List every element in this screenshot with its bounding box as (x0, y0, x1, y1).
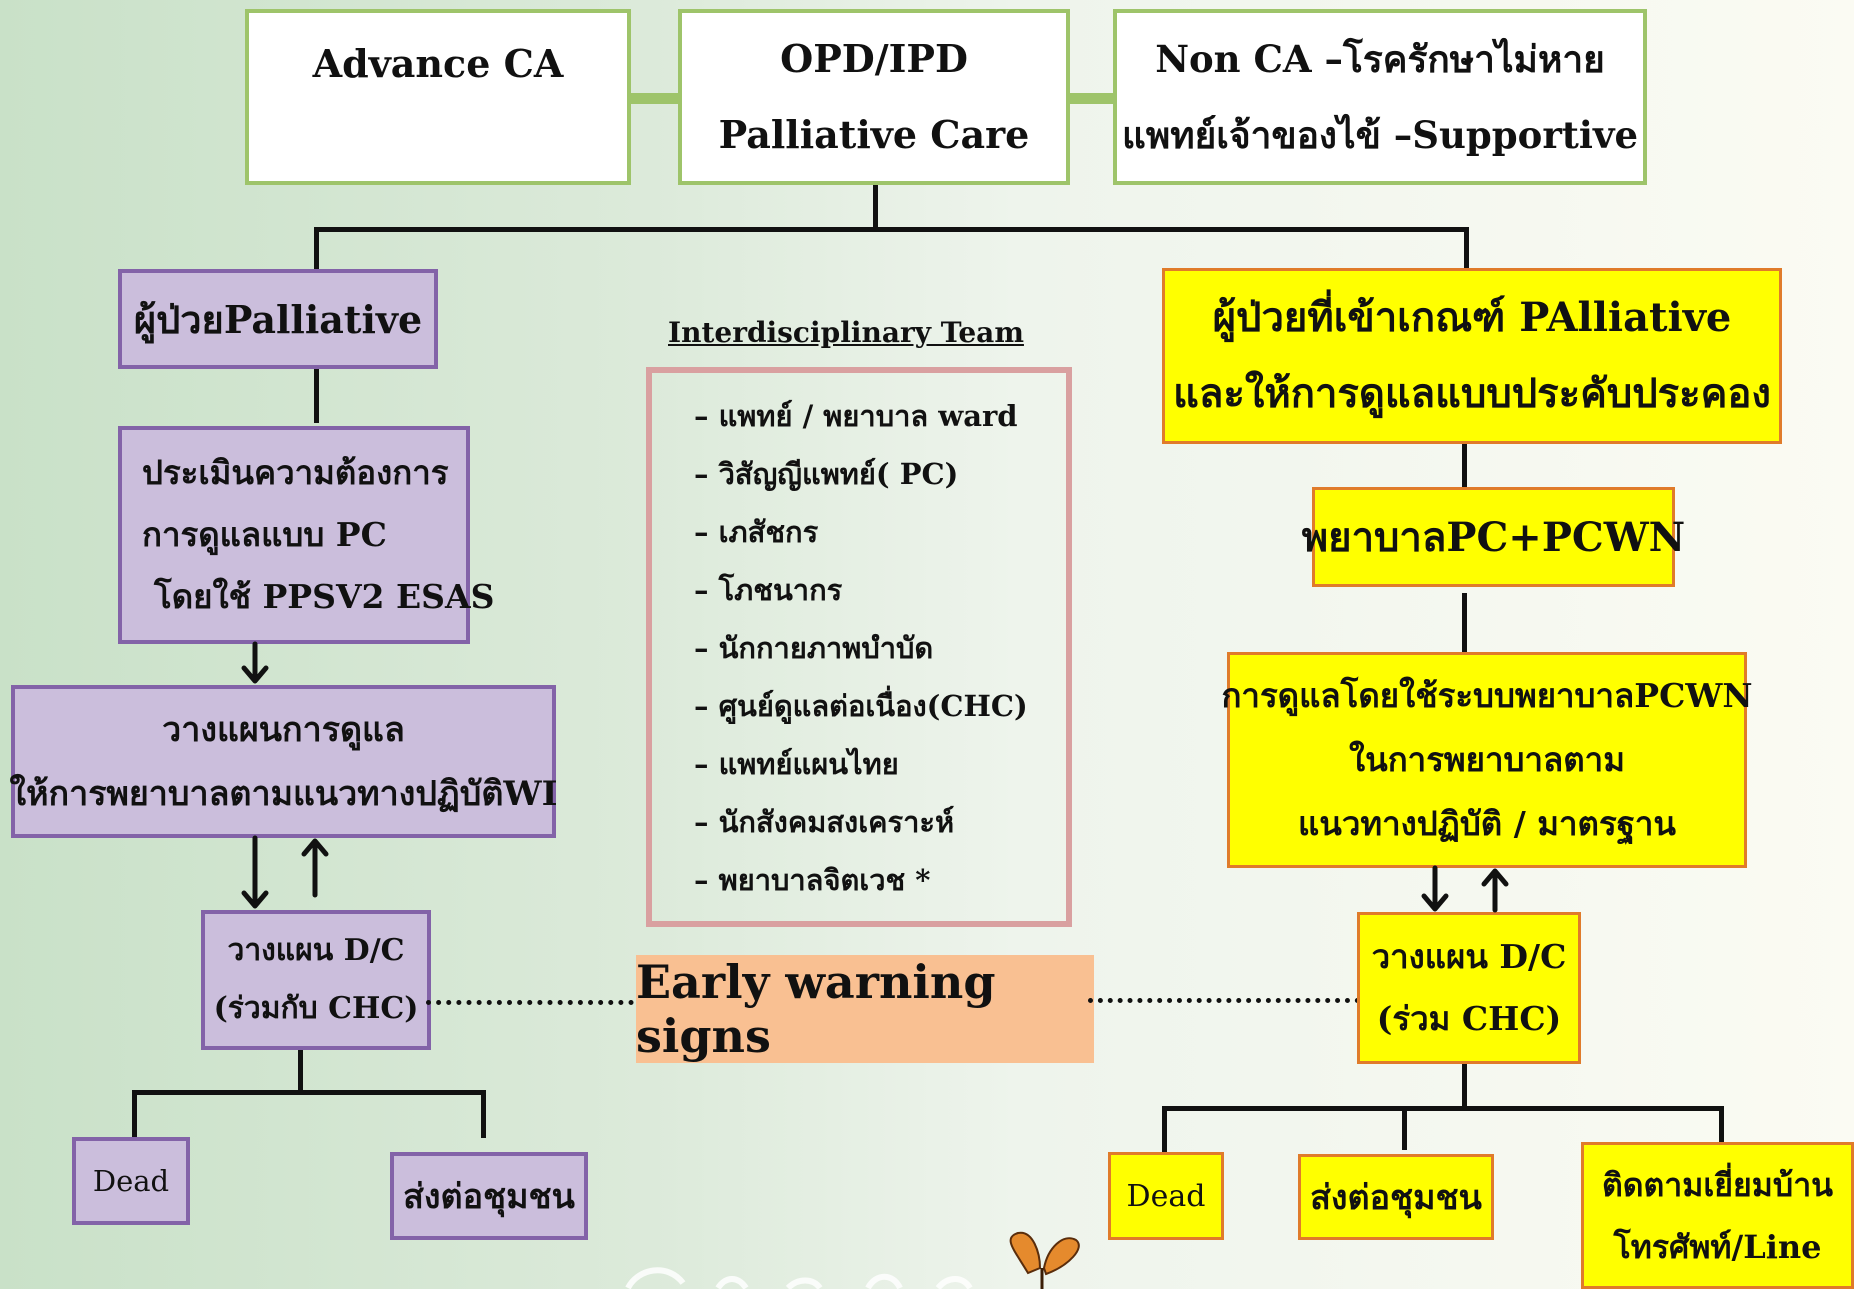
line-nurse-care (1462, 593, 1467, 653)
arrow-assess-plan-head (241, 665, 269, 684)
dead-left-label: Dead (92, 1164, 170, 1198)
non-ca-box: Non CA –โรครักษาไม่หาย แพทย์เจ้าของไข้ –… (1113, 9, 1647, 185)
arrow-dc-care-up-head (1481, 868, 1509, 887)
line-criteria-nurse (1462, 444, 1467, 488)
line-right-follow (1719, 1106, 1724, 1146)
non-ca-line2: แพทย์เจ้าของไข้ –Supportive (1122, 113, 1638, 157)
criteria-box: ผู้ป่วยที่เข้าเกณฑ์ PAlliative และให้การ… (1162, 268, 1782, 444)
arrow-plan-dc-down-head (241, 890, 269, 909)
advance-ca-box: Advance CA (245, 9, 631, 185)
discharge-plan-box-left: วางแผน D/C (ร่วมกับ CHC) (201, 910, 431, 1050)
palliative-care-label: Palliative Care (718, 112, 1030, 157)
arrow-dc-plan-up-head (301, 838, 329, 857)
nurse-pc-label: พยาบาลPC+PCWN (1301, 514, 1686, 561)
refer-community-box-left: ส่งต่อชุมชน (390, 1152, 588, 1240)
arrow-care-dc-down-head (1421, 893, 1449, 912)
line-left-dc-down (298, 1050, 303, 1094)
nurse-pc-box: พยาบาลPC+PCWN (1302, 487, 1685, 587)
opd-ipd-box: OPD/IPD Palliative Care (678, 9, 1070, 185)
discharge-plan-left-line1: วางแผน D/C (227, 933, 405, 968)
line-left-refer (481, 1090, 486, 1138)
refer-community-right-label: ส่งต่อชุมชน (1310, 1178, 1482, 1218)
connector-opd-nonca (1070, 93, 1116, 104)
team-member: – นักกายภาพบำบัด (694, 631, 934, 665)
care-plan-line1: วางแผนการดูแล (162, 709, 405, 750)
line-left-bottom-branch (132, 1090, 486, 1095)
discharge-plan-right-line2: (ร่วม CHC) (1376, 999, 1562, 1038)
line-right-refer (1402, 1106, 1407, 1150)
discharge-plan-box-right: วางแผน D/C (ร่วม CHC) (1357, 912, 1581, 1064)
line-opd-down (873, 185, 878, 231)
care-plan-line2: ให้การพยาบาลตามแนวทางปฏิบัติWI (9, 773, 558, 814)
line-right-dead (1162, 1106, 1167, 1154)
team-member: – พยาบาลจิตเวช * (694, 863, 931, 897)
opd-ipd-label: OPD/IPD (780, 36, 968, 81)
palliative-patient-box: ผู้ป่วยPalliative (118, 269, 438, 369)
line-left-dead (132, 1090, 137, 1138)
team-title: Interdisciplinary Team (668, 316, 1024, 349)
criteria-line2: และให้การดูแลแบบประคับประคอง (1173, 370, 1771, 417)
non-ca-line1: Non CA –โรครักษาไม่หาย (1155, 37, 1605, 81)
dead-box-right: Dead (1108, 1152, 1224, 1240)
assessment-line2: การดูแลแบบ PC (142, 515, 387, 554)
assessment-line1: ประเมินความต้องการ (142, 453, 449, 492)
palliative-patient-label: ผู้ป่วยPalliative (133, 296, 423, 342)
team-member: – แพทย์ / พยาบาล ward (694, 399, 1018, 433)
pcwn-care-line3: แนวทางปฏิบัติ / มาตรฐาน (1297, 804, 1676, 843)
dotted-line-left (426, 1000, 654, 1005)
connector-advance-opd (631, 93, 680, 104)
team-member: – แพทย์แผนไทย (694, 747, 899, 781)
line-right-bottom-branch (1162, 1106, 1724, 1111)
team-box: – แพทย์ / พยาบาล ward – วิสัญญีแพทย์( PC… (646, 367, 1072, 927)
pcwn-care-line2: ในการพยาบาลตาม (1349, 740, 1625, 779)
discharge-plan-right-line1: วางแผน D/C (1371, 937, 1567, 976)
line-left-branch (314, 227, 319, 270)
pcwn-care-box: การดูแลโดยใช้ระบบพยาบาลPCWN ในการพยาบาลต… (1221, 652, 1753, 868)
refer-community-box-right: ส่งต่อชุมชน (1298, 1154, 1494, 1240)
dotted-line-right (1088, 998, 1370, 1003)
dead-box-left: Dead (72, 1137, 190, 1225)
line-right-branch (1464, 227, 1469, 270)
dead-right-label: Dead (1126, 1178, 1206, 1214)
pcwn-care-line1: การดูแลโดยใช้ระบบพยาบาลPCWN (1221, 676, 1753, 715)
assessment-box: ประเมินความต้องการ การดูแลแบบ PC โดยใช้ … (118, 426, 494, 644)
line-patient-assess (314, 369, 319, 423)
home-follow-up-line2: โทรศัพท์/Line (1613, 1227, 1822, 1266)
home-follow-up-box: ติดตามเยี่ยมบ้าน โทรศัพท์/Line (1581, 1142, 1854, 1289)
refer-community-left-label: ส่งต่อชุมชน (403, 1177, 575, 1217)
team-member: – นักสังคมสงเคราะห์ (694, 805, 955, 839)
team-member: – เภสัชกร (694, 515, 819, 549)
line-top-branch (314, 227, 1469, 232)
team-member: – ศูนย์ดูแลต่อเนื่อง(CHC) (694, 689, 1028, 723)
line-right-dc-down (1462, 1064, 1467, 1110)
criteria-line1: ผู้ป่วยที่เข้าเกณฑ์ PAlliative (1212, 294, 1732, 341)
assessment-line3: โดยใช้ PPSV2 ESAS (154, 577, 495, 616)
advance-ca-label: Advance CA (312, 41, 564, 86)
discharge-plan-left-line2: (ร่วมกับ CHC) (213, 991, 419, 1026)
home-follow-up-line1: ติดตามเยี่ยมบ้าน (1601, 1165, 1834, 1204)
care-plan-box: วางแผนการดูแล ให้การพยาบาลตามแนวทางปฏิบั… (9, 685, 558, 838)
team-member: – โภชนากร (694, 573, 843, 607)
team-list: – แพทย์ / พยาบาล ward – วิสัญญีแพทย์( PC… (652, 373, 1066, 909)
decorative-logo-fragment (625, 1231, 1080, 1289)
team-member: – วิสัญญีแพทย์( PC) (694, 457, 959, 491)
butterfly-icon (1009, 1231, 1080, 1289)
early-warning-signs: Early warning signs (636, 955, 1094, 1063)
